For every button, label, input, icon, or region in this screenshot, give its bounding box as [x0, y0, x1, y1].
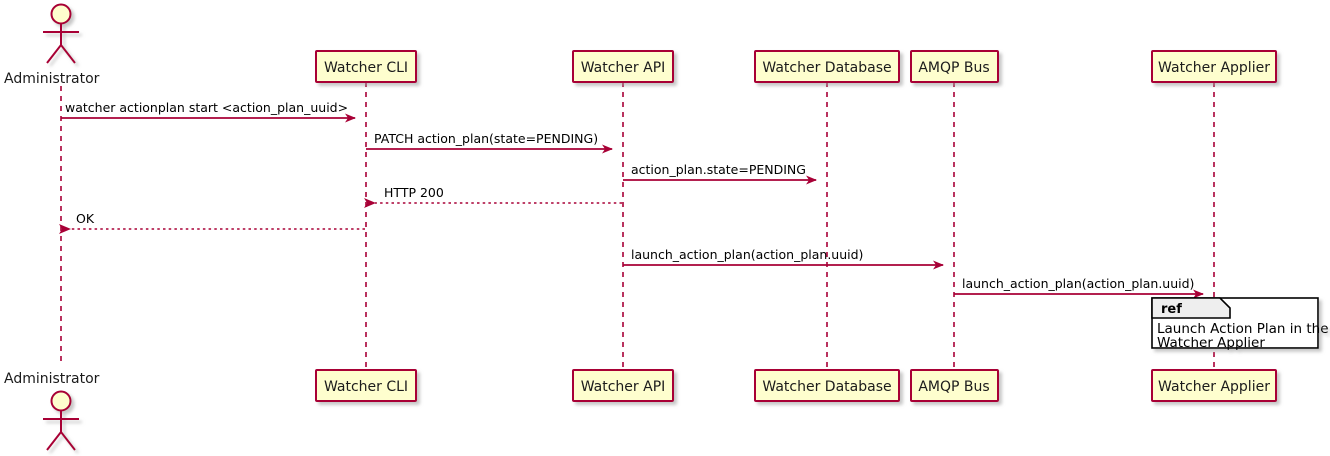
message-5-label: OK — [76, 211, 95, 226]
ref-fragment-line-1: Launch Action Plan in the — [1157, 321, 1329, 337]
actor-leg-left — [46, 44, 62, 64]
actor-head-icon — [50, 3, 72, 25]
participant-watcher-cli-bottom[interactable]: Watcher CLI — [315, 369, 417, 402]
message-5: OK — [59, 211, 365, 234]
actor-leg-left — [46, 431, 62, 451]
participant-watcher-api-top[interactable]: Watcher API — [572, 50, 674, 83]
message-4: HTTP 200 — [364, 185, 622, 208]
message-2: PATCH action_plan(state=PENDING) — [366, 131, 613, 154]
actor-administrator-top-label: Administrator — [4, 71, 100, 87]
participant-amqp-bus-bottom[interactable]: AMQP Bus — [910, 369, 999, 402]
participant-watcher-applier-bottom[interactable]: Watcher Applier — [1151, 369, 1277, 402]
participant-label: Watcher API — [581, 379, 666, 395]
message-1-label: watcher actionplan start <action_plan_uu… — [65, 100, 348, 115]
participant-boxes-bottom: Watcher CLI Watcher API Watcher Database… — [315, 369, 1277, 402]
ref-fragment-line-2: Watcher Applier — [1157, 335, 1265, 351]
participant-box — [754, 369, 900, 402]
message-6: launch_action_plan(action_plan.uuid) — [623, 247, 944, 270]
actor-leg-right — [60, 431, 76, 451]
ref-fragment[interactable]: ref Launch Action Plan in the Watcher Ap… — [1151, 297, 1329, 351]
ref-fragment-body — [1151, 297, 1319, 349]
message-7: launch_action_plan(action_plan.uuid) — [954, 276, 1204, 299]
participant-boxes-top: Watcher CLI Watcher API Watcher Database… — [315, 50, 1277, 83]
actor-head-icon — [50, 390, 72, 412]
participant-label: Watcher Database — [762, 60, 891, 76]
participant-box — [572, 369, 674, 402]
message-2-label: PATCH action_plan(state=PENDING) — [374, 131, 598, 146]
participant-label: Watcher CLI — [324, 60, 408, 76]
participant-label: Watcher CLI — [324, 379, 408, 395]
participant-label: AMQP Bus — [918, 379, 989, 395]
actor-administrator-bottom[interactable]: Administrator — [4, 371, 100, 451]
participant-box — [910, 50, 999, 83]
participant-watcher-database-top[interactable]: Watcher Database — [754, 50, 900, 83]
actor-top-figure — [43, 3, 79, 64]
messages-group: watcher actionplan start <action_plan_uu… — [59, 100, 1204, 299]
message-3: action_plan.state=PENDING — [623, 162, 817, 185]
participant-label: Watcher Database — [762, 379, 891, 395]
ref-fragment-tab-label: ref — [1161, 302, 1182, 317]
lifelines-group — [60, 82, 1215, 370]
participant-watcher-api-bottom[interactable]: Watcher API — [572, 369, 674, 402]
actor-administrator-bottom-label: Administrator — [4, 371, 100, 387]
participant-box — [1151, 369, 1277, 402]
participant-box — [910, 369, 999, 402]
message-6-label: launch_action_plan(action_plan.uuid) — [631, 247, 863, 262]
message-4-label: HTTP 200 — [384, 185, 444, 200]
actor-bottom-figure — [43, 390, 79, 451]
actor-leg-right — [60, 44, 76, 64]
participant-amqp-bus-top[interactable]: AMQP Bus — [910, 50, 999, 83]
participant-label: Watcher API — [581, 60, 666, 76]
message-7-label: launch_action_plan(action_plan.uuid) — [962, 276, 1194, 291]
participant-box — [754, 50, 900, 83]
participant-box — [572, 50, 674, 83]
participant-label: AMQP Bus — [918, 60, 989, 76]
message-1: watcher actionplan start <action_plan_uu… — [61, 100, 356, 123]
ref-fragment-tab — [1151, 297, 1231, 319]
participant-box — [1151, 50, 1277, 83]
participant-label: Watcher Applier — [1158, 379, 1270, 395]
message-3-label: action_plan.state=PENDING — [631, 162, 806, 177]
participant-box — [315, 50, 417, 83]
participant-watcher-cli-top[interactable]: Watcher CLI — [315, 50, 417, 83]
participant-watcher-database-bottom[interactable]: Watcher Database — [754, 369, 900, 402]
participant-watcher-applier-top[interactable]: Watcher Applier — [1151, 50, 1277, 83]
actor-administrator-top[interactable]: Administrator — [4, 3, 100, 88]
participant-box — [315, 369, 417, 402]
participant-label: Watcher Applier — [1158, 60, 1270, 76]
